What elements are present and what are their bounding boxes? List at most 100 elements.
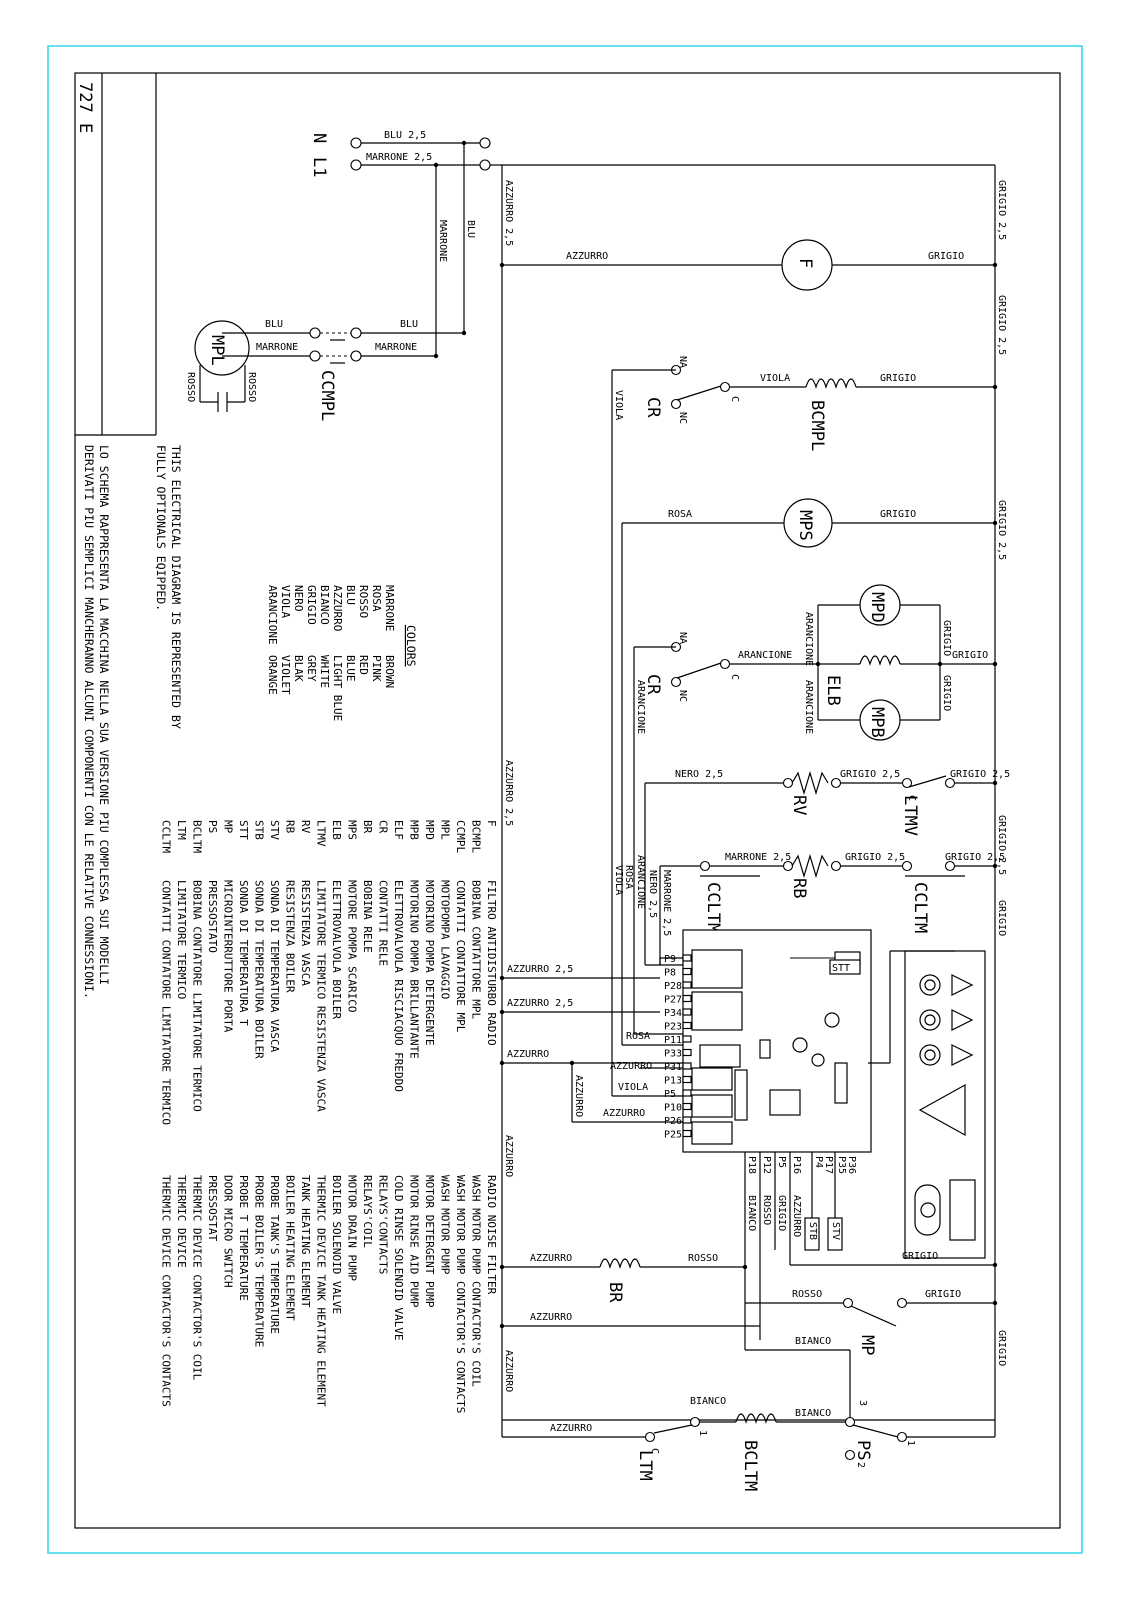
board-pin-connector: [682, 1116, 692, 1124]
bianco-bcltm-label: BIANCO: [690, 1396, 726, 1407]
legend-it-ps: PRESSOSTATO: [206, 880, 219, 953]
color-it-arancione: ARANCIONE: [266, 585, 279, 645]
rv-label: RV: [789, 795, 809, 815]
legend-code-bcmpl: BCMPL: [470, 820, 483, 853]
ccltm-label-1: CCLTM: [703, 882, 723, 933]
rb-label: RB: [789, 878, 809, 898]
marrone-25-vertical: MARRONE 2,5: [661, 870, 672, 936]
marrone-vertical-label: MARRONE: [437, 220, 448, 262]
legend-en-ccmpl: WASH MOTOR PUMP CONTACTOR'S CONTACTS: [454, 1175, 467, 1413]
cr-label-1: CR: [643, 397, 663, 418]
azzurro-ltm-label: AZZURRO: [550, 1423, 592, 1434]
marrone-supply-label: MARRONE: [375, 342, 417, 353]
neutral-label: N: [309, 133, 329, 143]
legend-en-rv: TANK HEATING ELEMENT: [299, 1175, 312, 1308]
line-label: L1: [309, 157, 329, 177]
legend-code-rv: RV: [299, 820, 312, 834]
board-pin-p11: P11: [664, 1035, 682, 1046]
legend-en-mpb: MOTOR RINSE AID PUMP: [408, 1175, 421, 1308]
line-wire-label: MARRONE 2,5: [366, 152, 432, 163]
ltm-terminal-1: 1: [697, 1430, 708, 1436]
marrone-mpl-label: MARRONE: [256, 342, 298, 353]
board-pin-connector: [682, 1062, 692, 1070]
legend-en-rb: BOILER HEATING ELEMENT: [284, 1175, 297, 1321]
bcmpl-label: BCMPL: [807, 400, 827, 451]
outer-frame: [47, 45, 1083, 1554]
relay-coil: BR AZZURRO ROSSO: [499, 1253, 748, 1303]
legend-code-ltmv: LTMV: [315, 820, 328, 847]
board-bottom-pin-p36: P36: [846, 1156, 857, 1174]
ltm-terminal-c: C: [649, 1448, 660, 1454]
board-pin-p10: P10: [664, 1103, 682, 1114]
board-pin-connector: [682, 1102, 692, 1111]
stv-label: STV: [830, 1222, 841, 1240]
color-it-blu: BLU: [344, 585, 357, 605]
br-label: BR: [605, 1282, 625, 1303]
board-bottom-pin-p35: P35: [836, 1156, 847, 1174]
grigio-25-label-2: GRIGIO 2,5: [996, 295, 1007, 355]
detergent-rinse-branch: CR NA NC C MPD MPB ELB ARANCIONE ARANCIO…: [633, 584, 998, 890]
rosa-mps-label: ROSA: [668, 509, 692, 520]
color-en-marrone: BROWN: [383, 655, 396, 688]
legend-en-br: RELAYS'COIL: [361, 1175, 374, 1248]
legend-en-f: RADIO NOISE FILTER: [485, 1175, 498, 1295]
arancione-elb-label: ARANCIONE: [738, 650, 792, 661]
bianco-vertical-label: BIANCO: [795, 1336, 831, 1347]
color-en-blu: BLUE: [344, 655, 357, 682]
legend-en-elf: COLD RINSE SOLENOID VALVE: [392, 1175, 405, 1341]
ps-terminal-1: 1: [905, 1440, 916, 1446]
c-label-1: C: [729, 396, 740, 402]
legend-en-ps: PRESSOSTAT: [206, 1175, 219, 1242]
board-bottom-wires: GRIGIO BIANCO ROSSO GRIGIO AZZURRO: [744, 1152, 998, 1340]
azzurro-vertical-p5: AZZURRO: [573, 1075, 584, 1117]
legend-code-stv: STV: [268, 820, 281, 840]
ltmv-label: LTMV: [900, 795, 920, 836]
legend-code-f: F: [485, 820, 498, 827]
board-bottom-pin-p4: P4: [813, 1156, 824, 1168]
legend-it-elb: ELETTROVALVOLA BOILER: [330, 880, 343, 1019]
probes: STT STB STV: [804, 959, 861, 1251]
board-pin-connector: [682, 967, 692, 976]
legend-it-ltm: LIMITATORE TERMICO: [175, 880, 188, 999]
bcmpl-branch: CR NA NC C BCMPL VIOLA GRIGIO VIOLA: [611, 356, 998, 890]
board-pin-p28: P28: [664, 981, 682, 992]
ps-terminal-2: 2: [855, 1462, 866, 1468]
legend-code-mpb: MPB: [408, 820, 421, 840]
color-it-rosa: ROSA: [370, 585, 383, 612]
blu-mpl-label: BLU: [265, 319, 283, 330]
grigio-25-label-1: GRIGIO 2,5: [996, 180, 1007, 240]
legend-code-mpl: MPL: [439, 820, 452, 840]
legend-it-mpl: MOTOPOMPA LAVAGGIO: [439, 880, 452, 999]
legend-en-stt: PROBE T TEMPERATURE: [237, 1175, 250, 1301]
grigio-mpd-label: GRIGIO: [941, 620, 952, 656]
legend-en-bcltm: THERMIC DEVICE CONTACTOR'S COIL: [191, 1175, 204, 1381]
board-bottom-pin-p16: P16: [791, 1156, 802, 1174]
arancione-board-vertical: ARANCIONE: [635, 855, 646, 909]
nc-label-1: NC: [677, 412, 688, 424]
tank-heating-branch: RV LTMV C NERO 2,5 GRIGIO 2,5 GRIGIO 2,5…: [644, 769, 1010, 965]
color-en-viola: VIOLET: [279, 655, 292, 695]
legend-it-cr: CONTATTI RELE: [377, 880, 390, 966]
rosso-mpl-right: ROSSO: [246, 372, 257, 402]
board-pin-connector: [682, 1089, 692, 1097]
board-pin-connector: [682, 954, 692, 962]
legend-it-rv: RESISTENZA VASCA: [299, 880, 312, 986]
inner-frame: [74, 72, 1061, 1529]
grigio-25-rb-label: GRIGIO 2,5: [845, 852, 905, 863]
color-en-azzurro: LIGHT BLUE: [331, 655, 344, 721]
legend-code-elf: ELF: [392, 820, 405, 840]
grigio-mps-label: GRIGIO: [880, 509, 916, 520]
legend-code-ccltm: CCLTM: [160, 820, 173, 853]
viola-board-vertical: VIOLA: [613, 865, 624, 895]
board-feed-wires: AZZURRO 2,5 AZZURRO 2,5 AZZURRO AZZURRO …: [499, 890, 683, 1177]
filter-f-label: F: [795, 258, 815, 268]
grigio-bcmpl-label: GRIGIO: [880, 373, 916, 384]
mps-label: MPS: [795, 510, 815, 541]
grigio-p5: GRIGIO: [776, 1195, 787, 1231]
grigio-board-label: GRIGIO: [902, 1251, 938, 1262]
rosso-p12: ROSSO: [761, 1195, 772, 1225]
legend-it-mpd: MOTORINO POMPA DETERGENTE: [423, 880, 436, 1046]
azzurro-rail-bottom: AZZURRO: [503, 1350, 514, 1392]
azzurro-f-label: AZZURRO: [566, 251, 608, 262]
board-pin-connector: [682, 1129, 692, 1138]
